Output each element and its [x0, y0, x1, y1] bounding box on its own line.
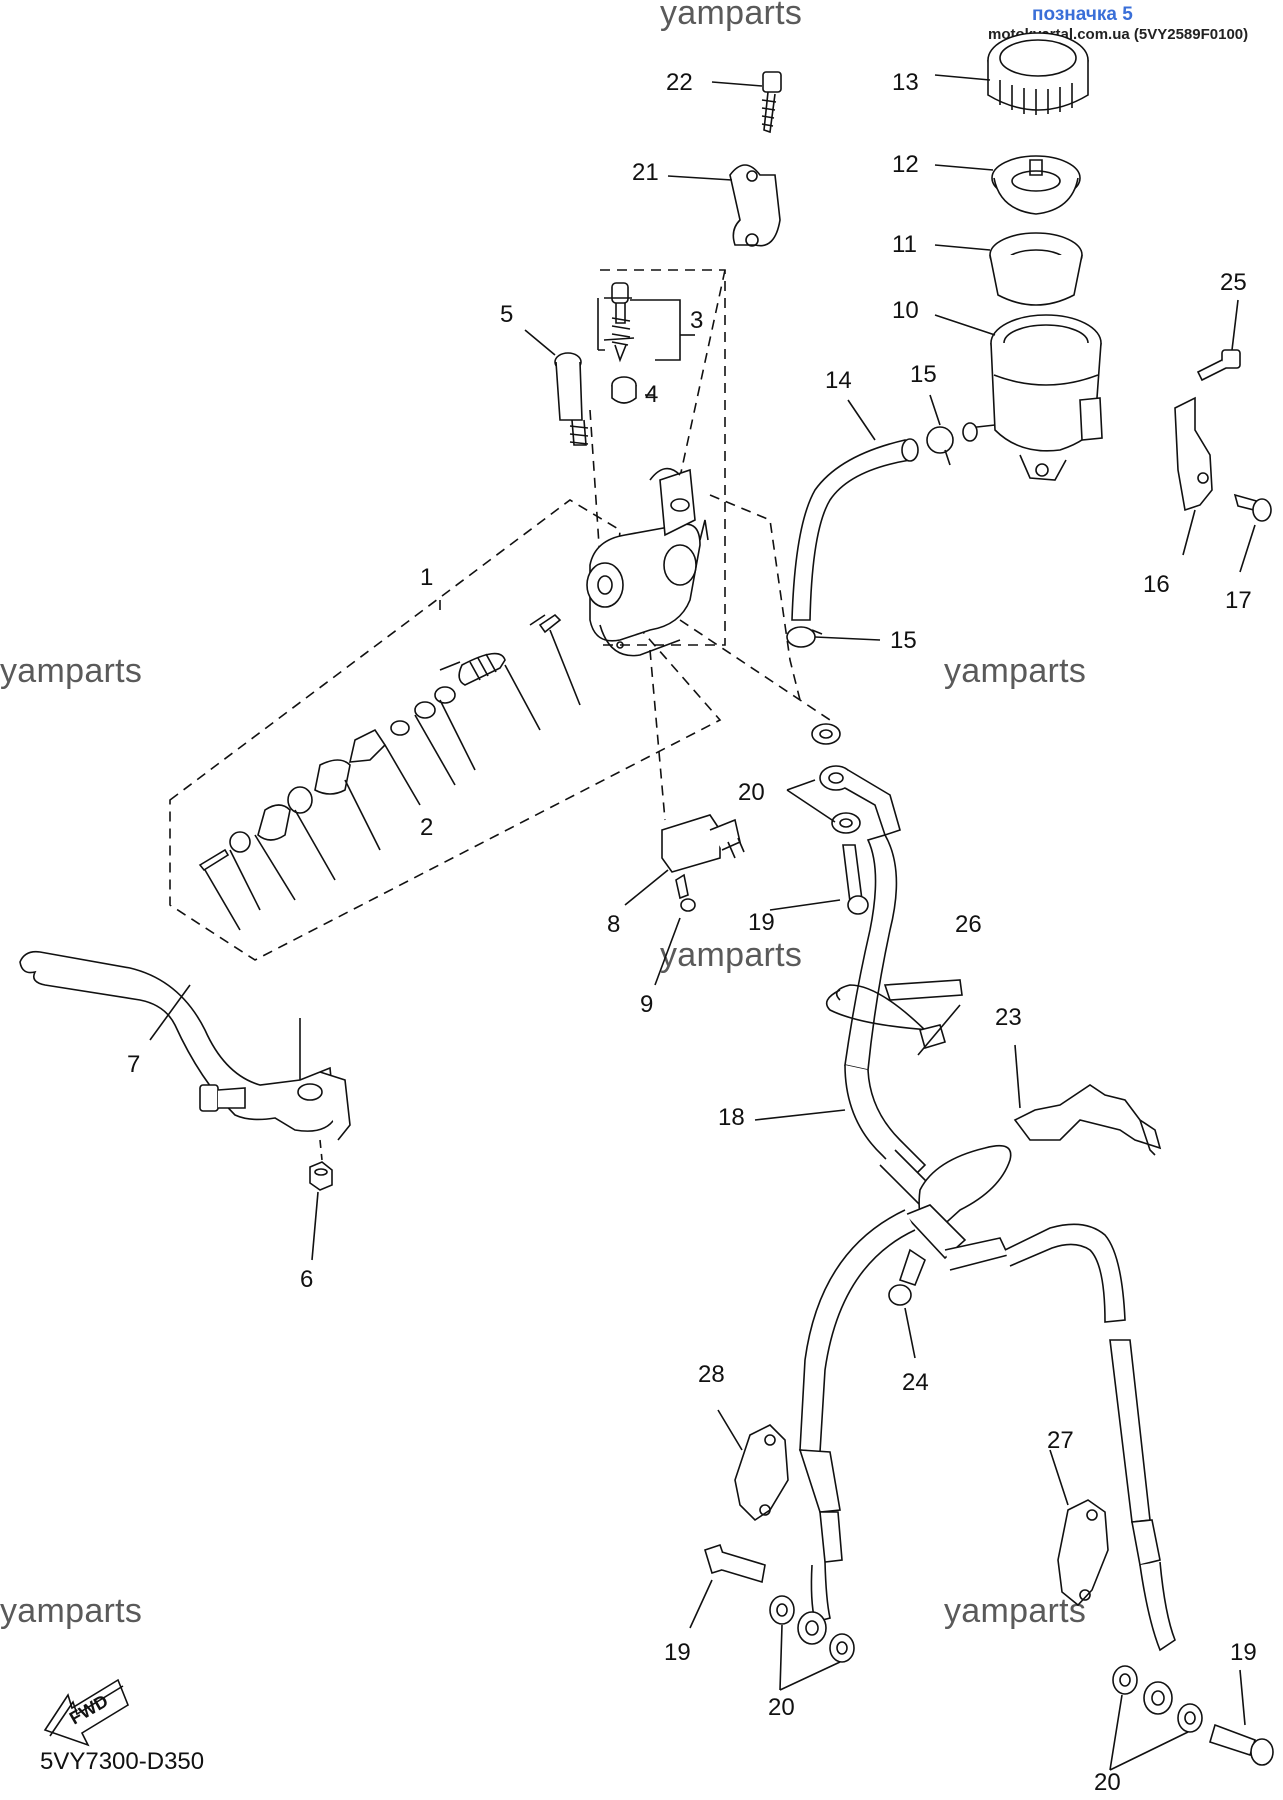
piston-kit-2 — [198, 613, 562, 872]
bracket-23 — [1013, 1084, 1162, 1156]
washer-20-upper-a — [811, 723, 841, 745]
callout: 23 — [995, 1004, 1022, 1031]
banjo-right — [1143, 1681, 1173, 1715]
callout: 17 — [1225, 587, 1252, 614]
callout: 19 — [1230, 1639, 1257, 1666]
washer-20-right-a — [1112, 1665, 1138, 1695]
banjo-upper — [819, 765, 901, 837]
kit-1-outline — [169, 499, 722, 961]
hose-right-lower — [1004, 1223, 1176, 1652]
hose-guide-line — [709, 494, 801, 701]
bolt-25 — [1196, 349, 1241, 382]
bolt-guide-line — [589, 409, 601, 561]
callout: 18 — [718, 1104, 745, 1131]
callout: 11 — [892, 231, 917, 258]
screw-9 — [675, 873, 696, 912]
diagram-code: 5VY7300-D350 — [40, 1748, 205, 1775]
reservoir-10 — [962, 314, 1103, 481]
bracket-guide-line — [674, 269, 726, 501]
stay-16 — [1174, 396, 1213, 512]
watermark: yamparts — [660, 936, 803, 974]
diaphragm-plate-12 — [991, 155, 1081, 215]
master-cylinder-body — [586, 467, 709, 657]
callout: 15 — [910, 361, 937, 388]
callout: 15 — [890, 627, 917, 654]
kit-3-outline — [600, 269, 726, 646]
callout: 8 — [607, 911, 620, 938]
callout: 19 — [748, 909, 775, 936]
bolt-19-upper — [842, 844, 869, 915]
callout: 13 — [892, 69, 919, 96]
callout: 6 — [300, 1266, 313, 1293]
callout: 19 — [664, 1639, 691, 1666]
callout: 5 — [500, 301, 513, 328]
bolt-24 — [888, 1248, 926, 1306]
switch-guide-line — [649, 649, 666, 821]
washer-20-upper-b — [831, 812, 861, 834]
callout: 22 — [666, 69, 693, 96]
hose-left-lower — [798, 1209, 916, 1623]
callout: 27 — [1047, 1427, 1074, 1454]
holder-28 — [734, 1424, 789, 1522]
clamp-15-top — [926, 426, 954, 466]
fwd-arrow — [43, 1678, 129, 1747]
bolt-19-left — [704, 1543, 766, 1584]
holder-27 — [1057, 1499, 1109, 1607]
callout: 7 — [127, 1051, 140, 1078]
holder-21 — [729, 164, 781, 247]
bleed-screw-3 — [611, 282, 631, 363]
callout: 28 — [698, 1361, 725, 1388]
callout-numbers: 1 2 3 4 5 6 7 8 9 10 11 12 13 14 15 15 1… — [127, 69, 1257, 1796]
joint-bracket — [903, 1144, 1012, 1271]
callout: 25 — [1220, 269, 1247, 296]
callout: 9 — [640, 991, 653, 1018]
watermark: yamparts — [944, 652, 1087, 690]
cap-13 — [987, 32, 1089, 115]
callout: 1 — [420, 564, 433, 591]
callout: 24 — [902, 1369, 929, 1396]
callout: 4 — [645, 381, 658, 408]
callout: 3 — [690, 307, 703, 334]
callout: 26 — [955, 911, 982, 938]
bolt-22 — [761, 71, 782, 134]
callout: 20 — [738, 779, 765, 806]
pivot-bolt — [199, 1084, 246, 1112]
nut-6 — [309, 1161, 333, 1191]
callout: 20 — [768, 1694, 795, 1721]
washer-20-left-a — [769, 1595, 795, 1625]
callout: 16 — [1143, 571, 1170, 598]
watermark: yamparts — [0, 652, 143, 690]
watermark: yamparts — [944, 1592, 1087, 1630]
fitting-guide-line — [679, 619, 831, 721]
hose-14 — [791, 438, 919, 621]
callout: 10 — [892, 297, 919, 324]
lever-7 — [19, 950, 351, 1141]
watermark: yamparts — [660, 0, 803, 32]
banjo-left — [797, 1611, 827, 1645]
switch-8 — [661, 814, 745, 873]
cap-4 — [611, 376, 637, 404]
callout: 21 — [632, 159, 659, 186]
bookmark-label: позначка 5 — [1032, 4, 1133, 25]
bolt-19-right — [1209, 1723, 1274, 1766]
callout: 12 — [892, 151, 919, 178]
diaphragm-11 — [989, 232, 1083, 306]
washer-20-left-b — [829, 1633, 855, 1663]
washer-20-right-b — [1177, 1703, 1203, 1733]
callout: 14 — [825, 367, 852, 394]
watermark: yamparts — [0, 1592, 143, 1630]
callout: 2 — [420, 814, 433, 841]
bolt-5 — [554, 352, 589, 446]
bolt-17 — [1233, 493, 1272, 522]
callout: 20 — [1094, 1769, 1121, 1796]
leader-lines — [149, 74, 1256, 1771]
tie-26 — [825, 979, 963, 1050]
